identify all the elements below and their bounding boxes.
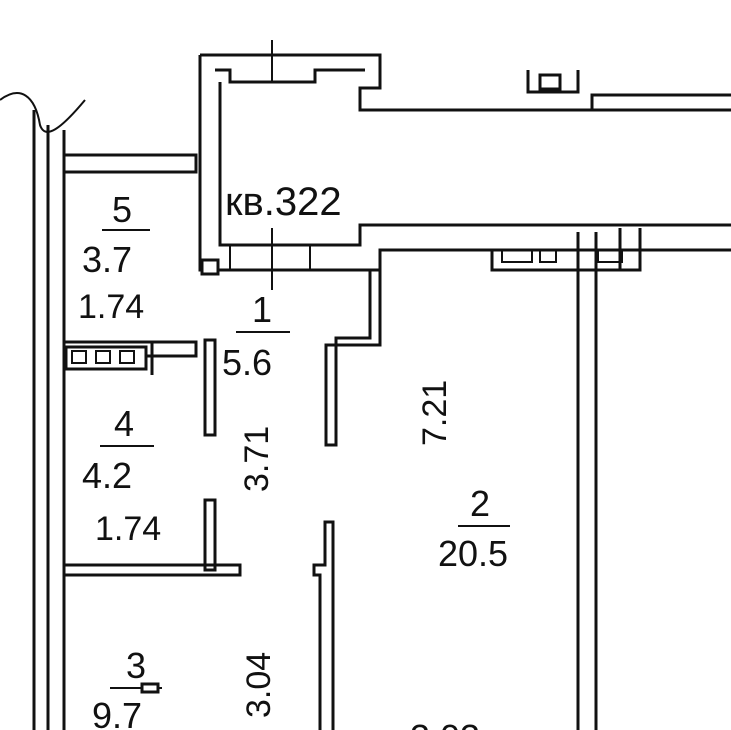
room-1: 1 5.6 3.71: [222, 289, 290, 492]
room-5-number: 5: [112, 189, 132, 230]
room-1-width: 3.71: [238, 426, 276, 492]
room-3-number: 3: [126, 645, 146, 686]
room-4: 4 4.2 1.74: [82, 403, 161, 548]
room-4-top-wall: [64, 340, 198, 375]
room-2: 7.21 2 20.5 3.03: [410, 380, 510, 730]
room-3-area: 9.7: [92, 695, 142, 730]
room-5-width: 1.74: [78, 288, 144, 326]
room-3: 3.04 3 9.7: [92, 645, 278, 730]
room-1-number: 1: [252, 289, 272, 330]
room-5-area: 3.7: [82, 239, 132, 280]
upper-wall-details: [490, 70, 731, 730]
room-5: 5 3.7 1.74: [78, 189, 150, 326]
room-4-width: 1.74: [95, 510, 161, 548]
room-2-area: 20.5: [438, 533, 508, 574]
room-1-area: 5.6: [222, 342, 272, 383]
room-2-number: 2: [470, 483, 490, 524]
corridor-partitions: [64, 268, 382, 730]
room-4-area: 4.2: [82, 455, 132, 496]
stair-shaft-block: [198, 40, 731, 290]
room-2-width: 7.21: [416, 380, 454, 446]
room-2-partial-dimension: 3.03: [410, 717, 480, 730]
room-5-walls: [64, 153, 198, 174]
exterior-wall-left: [0, 92, 86, 730]
room-3-width: 3.04: [240, 652, 278, 718]
apartment-label: кв.322: [225, 180, 342, 224]
room-4-number: 4: [114, 403, 134, 444]
